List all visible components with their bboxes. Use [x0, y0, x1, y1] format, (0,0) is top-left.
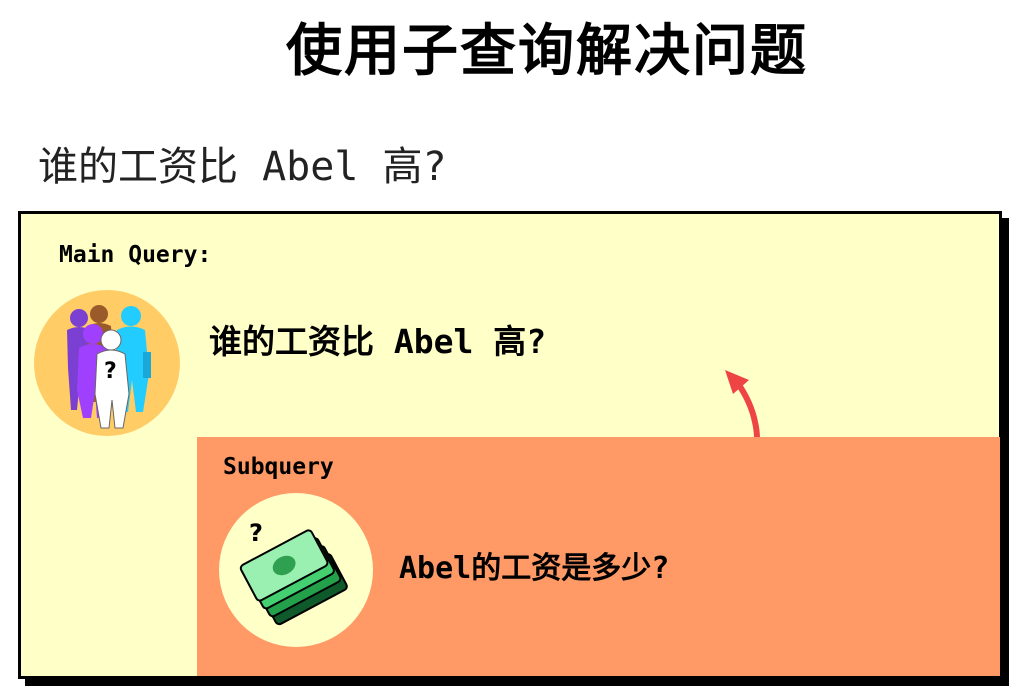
money-question-icon: ? — [219, 493, 373, 647]
main-query-prefix: 谁的工资比 — [209, 322, 394, 361]
main-query-box: Main Query: ? 谁的工资比 Abel 高? — [18, 211, 1002, 679]
svg-text:?: ? — [249, 519, 263, 547]
subquery-suffix: 的工资是多少? — [471, 551, 670, 586]
main-query-name: Abel — [393, 322, 474, 361]
page-title: 使用子查询解决问题 — [286, 19, 808, 84]
people-question-icon: ? — [34, 290, 180, 436]
svg-text:?: ? — [104, 359, 117, 384]
subquery-name: Abel — [399, 551, 472, 586]
subquery-box: Subquery ? Abel的工资是多少? — [197, 437, 1000, 676]
main-query-text: 谁的工资比 Abel 高? — [209, 315, 546, 363]
subquery-label: Subquery — [223, 454, 334, 480]
question-text: 谁的工资比 Abel 高? — [38, 144, 447, 190]
main-query-suffix: 高? — [473, 322, 547, 361]
subquery-text: Abel的工资是多少? — [399, 543, 669, 587]
main-query-label: Main Query: — [59, 242, 212, 268]
